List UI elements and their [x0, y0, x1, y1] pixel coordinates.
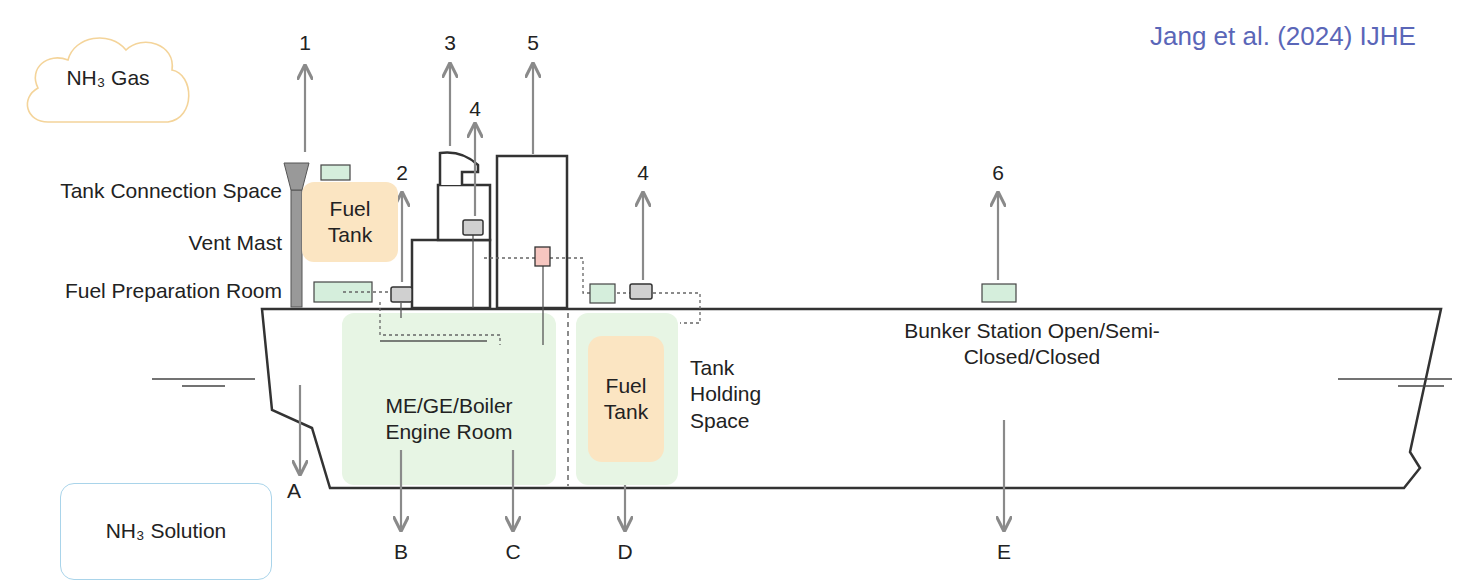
callout-number: 3 [444, 30, 456, 56]
treatment-unit [391, 220, 652, 302]
callout-number: 2 [396, 160, 408, 186]
callout-number: 6 [992, 160, 1004, 186]
scrubber-unit [535, 247, 550, 266]
exhaust-pipe [440, 153, 478, 186]
callout-letter: A [287, 478, 301, 504]
deck-fuel-tank: Fuel Tank [302, 182, 398, 262]
node-label: Fuel Tank [594, 373, 658, 426]
part-name: Tank Connection Space [60, 178, 282, 204]
callout-letter: C [505, 539, 520, 565]
node-label: Tank Holding Space [690, 355, 790, 434]
callout-number: 4 [469, 96, 481, 122]
vent-box [590, 284, 615, 303]
tank-holding-space: Tank Holding SpaceFuel Tank [576, 313, 678, 485]
release-arrow [300, 64, 1004, 530]
pipe-route [380, 235, 543, 345]
callout-number: 4 [637, 160, 649, 186]
part-name: Vent Mast [189, 230, 282, 256]
gas-cloud: NH₃ Gas [18, 22, 198, 134]
solution-box: NH₃ Solution [60, 483, 272, 580]
node-label: NH₃ Gas [66, 65, 149, 91]
hull [262, 309, 1441, 488]
vent-mast [291, 190, 302, 307]
node-label: Fuel Tank [310, 196, 390, 249]
part-name: Bunker Station Open/Semi-Closed/Closed [882, 318, 1182, 371]
waterline [152, 379, 1452, 386]
funnel-casing [497, 156, 567, 308]
bunker-vent-box [982, 284, 1016, 302]
callout-letter: B [394, 539, 408, 565]
engine-room: ME/GE/Boiler Engine Room [342, 313, 556, 485]
tank-connection-space [321, 165, 350, 180]
bulkhead [567, 313, 569, 486]
node-label: ME/GE/Boiler Engine Room [374, 393, 524, 446]
part-name: Fuel Preparation Room [65, 278, 282, 304]
callout-letter: E [997, 539, 1011, 565]
callout-number: 5 [527, 30, 539, 56]
node-label: NH₃ Solution [106, 518, 227, 544]
superstructure-upper [438, 185, 490, 240]
engine-room-region [342, 313, 556, 485]
fuel-tank: Fuel Tank [588, 336, 664, 462]
citation: Jang et al. (2024) IJHE [1150, 20, 1416, 53]
superstructure [412, 240, 490, 308]
callout-letter: D [617, 539, 632, 565]
callout-number: 1 [299, 30, 311, 56]
